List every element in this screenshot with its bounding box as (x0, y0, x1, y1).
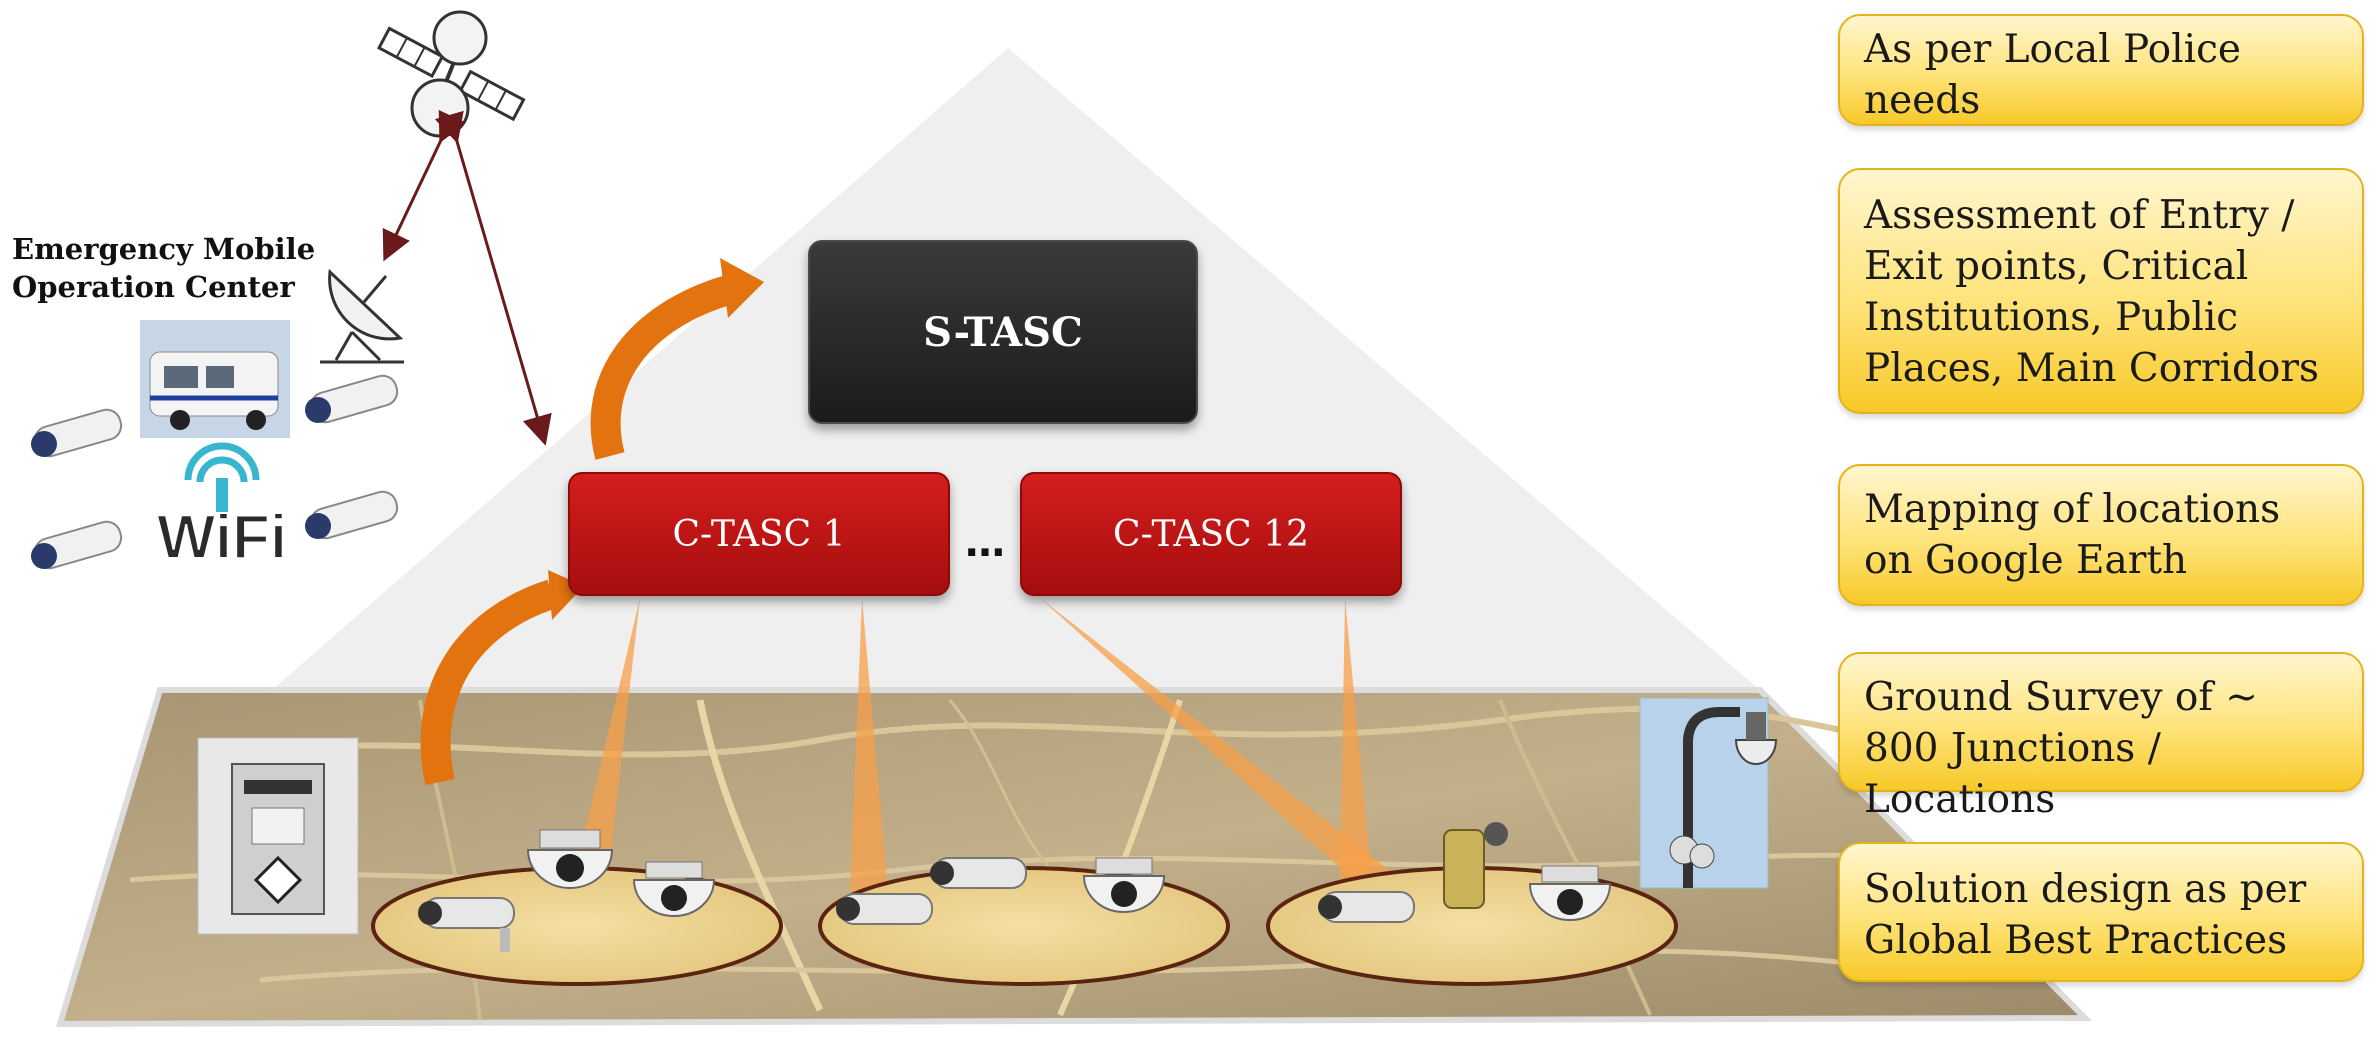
wifi-label: WiFi (157, 503, 287, 572)
note-ground-survey: Ground Survey of ~ 800 Junctions / Locat… (1838, 652, 2364, 822)
dome-camera-icon (526, 829, 614, 889)
note-local-police-needs: As per Local Police needs (1838, 14, 2364, 126)
cctv-camera-icon (1318, 891, 1415, 923)
note-solution-design: Solution design as per Global Best Pract… (1838, 842, 2364, 982)
dome-camera-icon (1528, 865, 1612, 921)
pole-camera-icon (1639, 697, 1778, 889)
cctv-camera-icon (31, 408, 123, 458)
wifi-icon: WiFi (156, 442, 288, 573)
upward-flow-arrow (590, 258, 764, 460)
dish-antenna-icon (320, 268, 404, 364)
cctv-camera-icon (930, 857, 1027, 889)
c-tasc-1-node: C-TASC 1 (568, 472, 950, 596)
emoc-label: Emergency Mobile Operation Center (12, 230, 352, 306)
cctv-camera-icon (305, 490, 399, 540)
satellite-dish-link (382, 109, 466, 262)
satellite-ctasc-link (434, 110, 552, 446)
ptz-camera-icon (1443, 822, 1508, 909)
cctv-camera-icon (305, 374, 399, 424)
coverage-beams (574, 598, 1402, 892)
s-tasc-node: S-TASC (808, 240, 1198, 424)
emoc-label-line-2: Operation Center (12, 270, 295, 304)
camera-cluster-2 (818, 866, 1230, 986)
emoc-label-line-1: Emergency Mobile (12, 232, 316, 266)
emergency-callbox-icon (197, 737, 359, 935)
note-mapping-google-earth: Mapping of locations on Google Earth (1838, 464, 2364, 606)
satellite-icon (376, 10, 526, 138)
c-tasc-12-node: C-TASC 12 (1020, 472, 1402, 596)
van-icon (140, 320, 290, 438)
note-assessment-entry-exit: Assessment of Entry / Exit points, Criti… (1838, 168, 2364, 414)
dome-camera-icon (632, 861, 716, 917)
cctv-camera-icon (31, 520, 123, 570)
cctv-camera-icon (836, 893, 933, 925)
cctv-camera-icon (418, 897, 515, 952)
dome-camera-icon (1082, 857, 1166, 913)
more-nodes-ellipsis: … (965, 520, 1005, 566)
